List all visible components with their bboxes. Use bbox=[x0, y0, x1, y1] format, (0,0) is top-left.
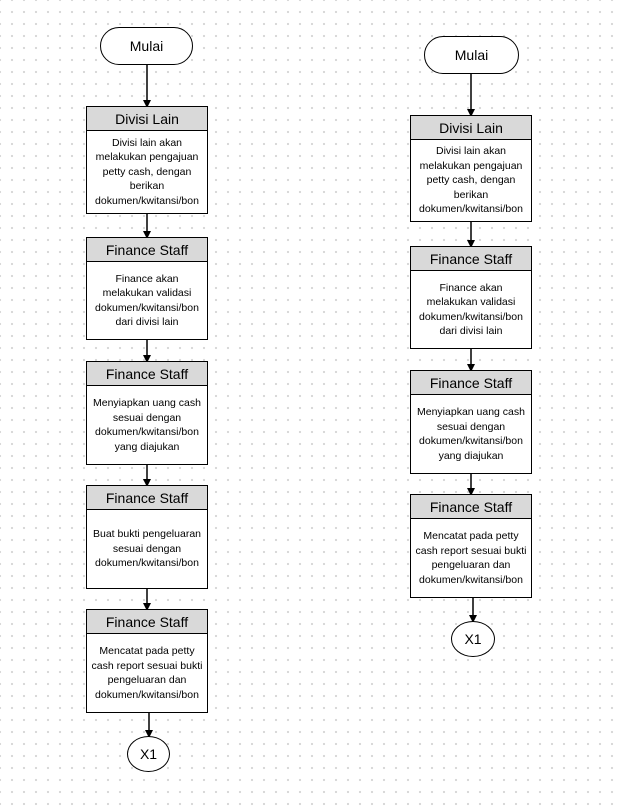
process-description: Divisi lain akan melakukan pengajuan pet… bbox=[95, 136, 199, 207]
process-title: Finance Staff bbox=[411, 371, 531, 395]
process-title: Finance Staff bbox=[87, 486, 207, 510]
process-description: Buat bukti pengeluaran sesuai dengan dok… bbox=[93, 528, 201, 570]
process-box-right-4: Finance Staff Mencatat pada petty cash r… bbox=[410, 494, 532, 598]
process-box-left-3: Finance Staff Menyiapkan uang cash sesua… bbox=[86, 361, 208, 465]
end-connector-right: X1 bbox=[451, 621, 495, 657]
start-label: Mulai bbox=[454, 47, 489, 63]
end-label: X1 bbox=[464, 631, 482, 647]
process-title: Finance Staff bbox=[411, 495, 531, 519]
end-connector-left: X1 bbox=[127, 736, 170, 772]
process-title: Finance Staff bbox=[411, 247, 531, 271]
process-description: Finance akan melakukan validasi dokumen/… bbox=[419, 281, 523, 338]
process-description: Mencatat pada petty cash report sesuai b… bbox=[91, 645, 203, 701]
process-box-right-2: Finance Staff Finance akan melakukan val… bbox=[410, 246, 532, 349]
process-box-right-1: Divisi Lain Divisi lain akan melakukan p… bbox=[410, 115, 532, 222]
process-description: Finance akan melakukan validasi dokumen/… bbox=[95, 272, 199, 329]
process-title: Finance Staff bbox=[87, 610, 207, 634]
process-box-left-2: Finance Staff Finance akan melakukan val… bbox=[86, 237, 208, 340]
process-title: Finance Staff bbox=[87, 238, 207, 262]
process-description: Divisi lain akan melakukan pengajuan pet… bbox=[419, 145, 523, 216]
process-box-left-4: Finance Staff Buat bukti pengeluaran ses… bbox=[86, 485, 208, 589]
start-terminal-right: Mulai bbox=[424, 36, 519, 74]
end-label: X1 bbox=[139, 746, 158, 762]
process-box-left-5: Finance Staff Mencatat pada petty cash r… bbox=[86, 609, 208, 713]
start-terminal-left: Mulai bbox=[100, 27, 193, 65]
process-title: Divisi Lain bbox=[411, 116, 531, 140]
process-title: Finance Staff bbox=[87, 362, 207, 386]
start-label: Mulai bbox=[129, 38, 164, 54]
process-box-left-1: Divisi Lain Divisi lain akan melakukan p… bbox=[86, 106, 208, 214]
process-box-right-3: Finance Staff Menyiapkan uang cash sesua… bbox=[410, 370, 532, 474]
process-description: Menyiapkan uang cash sesuai dengan dokum… bbox=[93, 397, 201, 453]
process-description: Menyiapkan uang cash sesuai dengan dokum… bbox=[417, 406, 525, 462]
process-title: Divisi Lain bbox=[87, 107, 207, 131]
process-description: Mencatat pada petty cash report sesuai b… bbox=[415, 530, 527, 586]
